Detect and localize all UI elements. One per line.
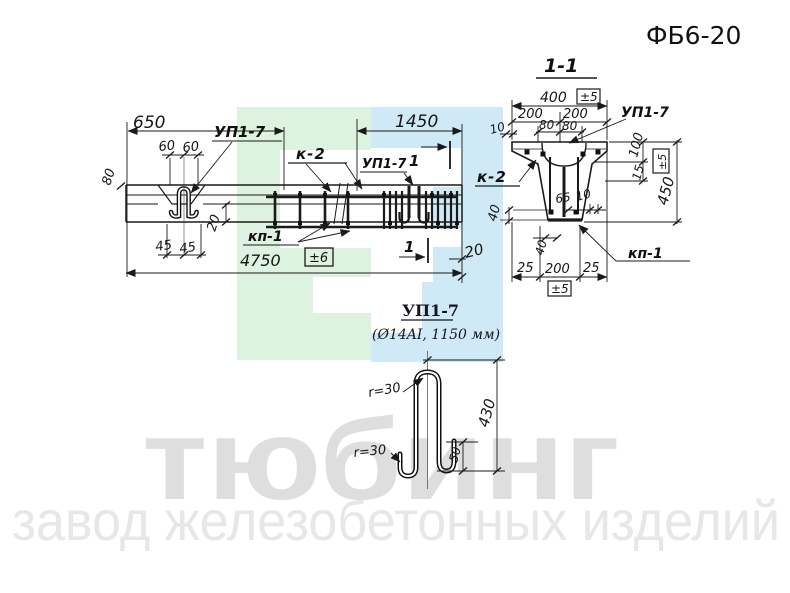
dim-450: 450 bbox=[653, 175, 678, 207]
hairpin-hooks bbox=[398, 212, 430, 224]
dim-4750: 4750 bbox=[240, 251, 281, 270]
watermark-brand: тюбинг bbox=[142, 396, 620, 524]
label-kp1-elevation: кп-1 bbox=[248, 229, 283, 245]
dim-40-left: 40 bbox=[485, 203, 504, 223]
detail-title: УП1-7 bbox=[402, 301, 459, 320]
dim-40-left-ticks bbox=[504, 206, 514, 225]
dim-20-end: 20 bbox=[463, 240, 486, 262]
dim-radius-bottom: r=30 bbox=[353, 443, 387, 461]
section-cut-number-bottom: 1 bbox=[404, 238, 414, 256]
product-code: ФБ6-20 bbox=[646, 21, 741, 50]
radius-top-leader bbox=[402, 377, 424, 393]
dim-100: 100 bbox=[626, 131, 647, 159]
detail-dim-ticks bbox=[423, 356, 502, 475]
dim-200-c: 200 bbox=[545, 262, 570, 277]
dim-15: 15 bbox=[629, 163, 646, 181]
dim-25-a: 25 bbox=[517, 261, 534, 276]
tolerance-box-200 bbox=[547, 280, 572, 297]
label-kp1-section: кп-1 bbox=[628, 246, 663, 262]
label-k2-section: к-2 bbox=[477, 168, 507, 186]
label-k2-leader-1 bbox=[305, 163, 332, 193]
label-kp1-section-leader bbox=[578, 224, 617, 262]
section-bottom-ticks bbox=[535, 234, 585, 281]
dim-radius-top: r=30 bbox=[367, 380, 402, 400]
dim-65: 65 bbox=[554, 190, 571, 206]
dim-60-b: 60 bbox=[182, 139, 200, 156]
dim-200-a: 200 bbox=[518, 107, 543, 122]
dim-10-top: 10 bbox=[488, 119, 507, 137]
watermark-subtitle: завод железобетонных изделий bbox=[12, 489, 780, 552]
dim-40-bottom: 40 bbox=[532, 238, 550, 257]
label-up17-at-cut-leader bbox=[403, 172, 414, 186]
label-kp1-leader-2 bbox=[297, 229, 351, 243]
dim-200-b: 200 bbox=[563, 107, 588, 122]
tol-200: ±5 bbox=[551, 282, 569, 296]
label-up17-section: УП1-7 bbox=[621, 105, 669, 121]
section-cut-number-top: 1 bbox=[409, 152, 419, 170]
dim-80-b: 80 bbox=[562, 119, 578, 133]
dim-60-a: 60 bbox=[158, 138, 176, 155]
label-kp1-leader-1 bbox=[297, 222, 331, 243]
detail-dim-lines bbox=[423, 359, 505, 472]
elevation-view: 650 60 60 80 20 45 45 1450 20 4750 ±6 УП… bbox=[100, 112, 486, 283]
section-inner-lines bbox=[500, 148, 606, 221]
section-title: 1-1 bbox=[544, 55, 578, 77]
dim-25-b: 25 bbox=[583, 261, 600, 276]
break-lines bbox=[333, 182, 349, 225]
section-top-ticks bbox=[501, 118, 612, 138]
dim-1450: 1450 bbox=[395, 112, 438, 132]
tolerance-box-450: ±5 bbox=[652, 148, 670, 174]
section-cut-marks: 1 1 bbox=[399, 141, 451, 263]
label-k2-leader-2 bbox=[344, 162, 363, 190]
tol-4750: ±6 bbox=[309, 251, 328, 266]
tolerance-box-400 bbox=[576, 88, 601, 105]
dim-20-web: 20 bbox=[205, 213, 224, 233]
hairpin-in-beam bbox=[407, 186, 421, 218]
loop-groove bbox=[541, 142, 587, 167]
section-view: 1-1 bbox=[475, 55, 690, 297]
tol-400: ±5 bbox=[580, 90, 598, 104]
label-up17-section-leader bbox=[568, 118, 627, 144]
dim-80-a: 80 bbox=[539, 118, 555, 132]
label-up17-at-cut: УП1-7 bbox=[362, 157, 407, 172]
dim-45-a: 45 bbox=[154, 238, 172, 255]
radius-bottom-leader bbox=[390, 452, 401, 463]
section-mid-ticks bbox=[563, 206, 603, 214]
section-bottom-dims bbox=[511, 151, 608, 282]
dim-400: 400 bbox=[540, 90, 567, 106]
dim-80: 80 bbox=[100, 167, 119, 187]
elevation-dim-lines bbox=[125, 119, 466, 283]
section-right-ticks bbox=[638, 138, 682, 226]
label-up17-elevation: УП1-7 bbox=[214, 123, 266, 141]
text-watermark: тюбинг завод железобетонных изделий bbox=[12, 396, 780, 552]
elevation-dim-ticks bbox=[116, 151, 467, 281]
detail-subtitle: (Ø14AI, 1150 мм) bbox=[372, 327, 500, 343]
section-stirrup-legs bbox=[549, 157, 579, 214]
dim-650: 650 bbox=[133, 113, 165, 133]
dim-10-mid: 10 bbox=[574, 186, 593, 204]
label-k2-section-leader bbox=[518, 159, 537, 183]
tolerance-box-4750 bbox=[304, 247, 334, 267]
label-k2-elevation: к-2 bbox=[296, 145, 326, 163]
section-rebar-dots bbox=[524, 149, 601, 215]
dim-45-b: 45 bbox=[178, 240, 196, 257]
tol-450: ±5 bbox=[656, 154, 669, 170]
label-up17-leader bbox=[190, 141, 233, 194]
section-mid-dims bbox=[566, 204, 606, 214]
dim-50: 50 bbox=[446, 445, 464, 464]
